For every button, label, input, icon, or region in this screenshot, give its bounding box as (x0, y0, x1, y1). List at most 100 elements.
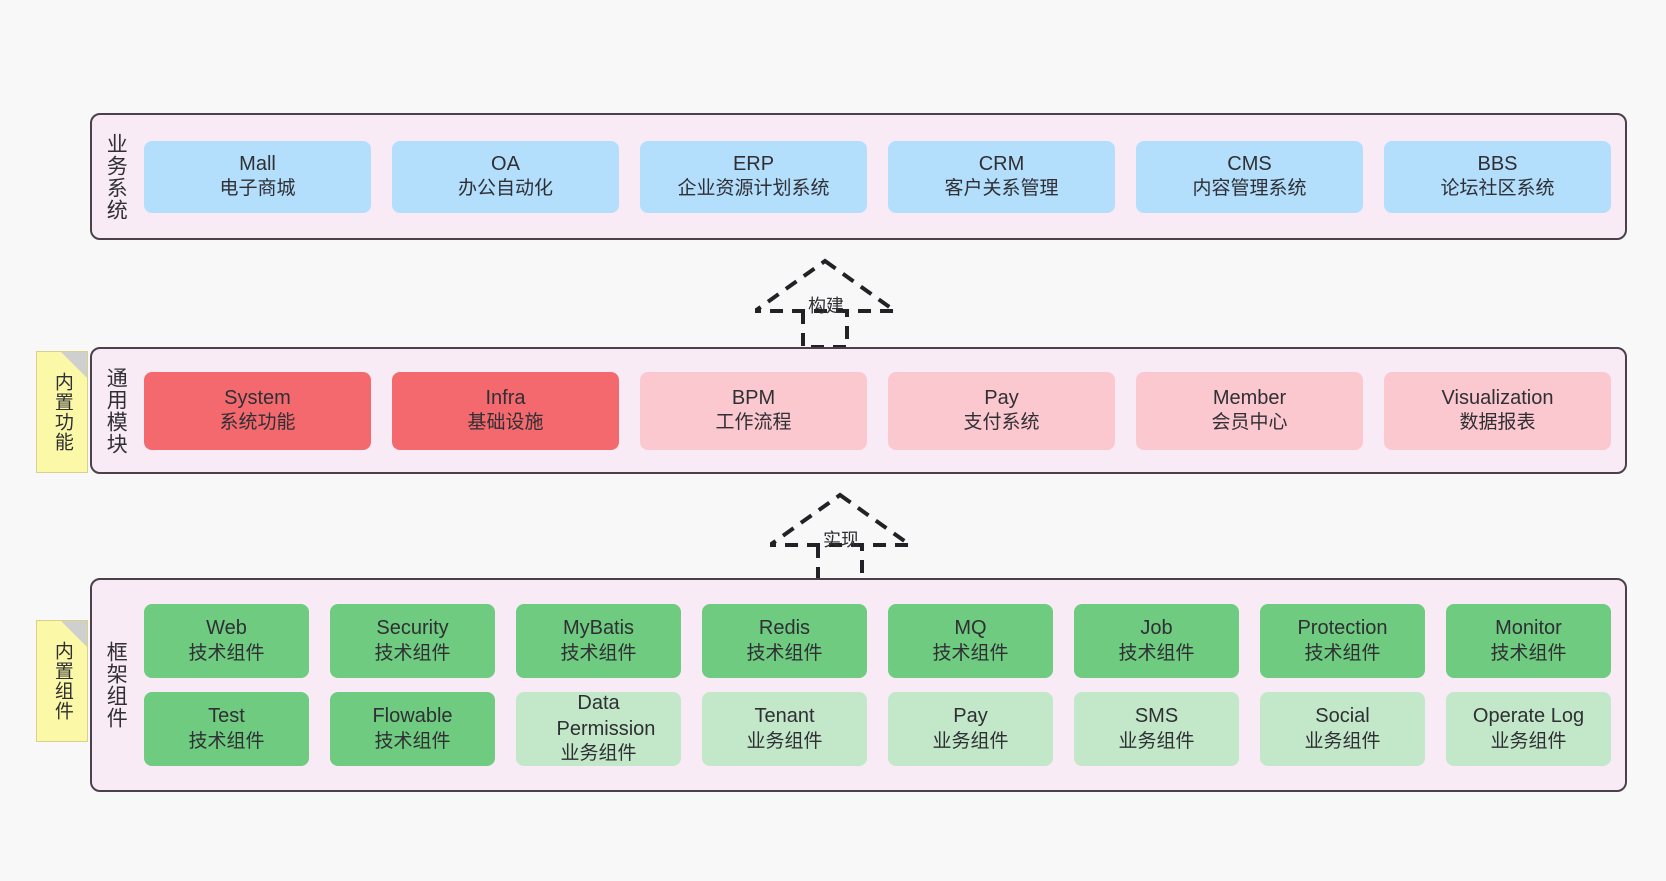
module-name: MyBatis (562, 617, 635, 640)
module-name: Social (1315, 705, 1370, 728)
row-framework-technical: Web 技术组件 Security 技术组件 MyBatis 技术组件 Redi… (144, 604, 1611, 678)
module-subtitle: 技术组件 (188, 642, 265, 664)
module-name: Web (206, 617, 247, 640)
module-subtitle: 企业资源计划系统 (677, 178, 830, 200)
module-name: Job (1140, 617, 1173, 640)
connector-implement-label: 实现 (823, 530, 859, 550)
module-name: BBS (1477, 152, 1518, 175)
module-box-tenant[interactable]: Tenant 业务组件 (702, 692, 867, 766)
module-box-test[interactable]: Test 技术组件 (144, 692, 309, 766)
module-box-redis[interactable]: Redis 技术组件 (702, 604, 867, 678)
note-fold-corner-icon (61, 352, 87, 378)
module-box-crm[interactable]: CRM 客户关系管理 (888, 140, 1115, 213)
module-box-visualization[interactable]: Visualization 数据报表 (1384, 371, 1611, 450)
module-subtitle: 业务组件 (1304, 730, 1381, 752)
module-subtitle: 内容管理系统 (1192, 178, 1307, 200)
module-box-security[interactable]: Security 技术组件 (330, 604, 495, 678)
module-subtitle: 技术组件 (932, 642, 1009, 664)
layer-body-common-modules: System 系统功能 Infra 基础设施 BPM 工作流程 Pay 支付系统… (138, 349, 1625, 472)
module-box-system[interactable]: System 系统功能 (144, 371, 371, 450)
module-box-job[interactable]: Job 技术组件 (1074, 604, 1239, 678)
module-subtitle: 技术组件 (374, 642, 451, 664)
module-subtitle: 工作流程 (715, 412, 792, 434)
layer-business-systems: 业务系统 Mall 电子商城 OA 办公自动化 ERP 企业资源计划系统 CRM… (90, 113, 1627, 240)
module-subtitle: 业务组件 (932, 730, 1009, 752)
module-name: MQ (954, 617, 987, 640)
layer-framework-components: 框架组件 Web 技术组件 Security 技术组件 MyBatis 技术组件… (90, 578, 1627, 792)
module-subtitle: 电子商城 (219, 178, 296, 200)
module-box-cms[interactable]: CMS 内容管理系统 (1136, 140, 1363, 213)
module-box-operate-log[interactable]: Operate Log 业务组件 (1446, 692, 1611, 766)
module-name: Data Permission (556, 692, 656, 740)
module-subtitle: 办公自动化 (457, 178, 553, 200)
module-box-web[interactable]: Web 技术组件 (144, 604, 309, 678)
module-box-pay-business[interactable]: Pay 业务组件 (888, 692, 1053, 766)
module-box-mall[interactable]: Mall 电子商城 (144, 140, 371, 213)
layer-common-modules: 通用模块 System 系统功能 Infra 基础设施 BPM 工作流程 Pay… (90, 347, 1627, 474)
module-subtitle: 技术组件 (374, 730, 451, 752)
module-subtitle: 技术组件 (1490, 642, 1567, 664)
module-subtitle: 业务组件 (1118, 730, 1195, 752)
module-name: Redis (758, 617, 811, 640)
module-subtitle: 业务组件 (746, 730, 823, 752)
module-box-monitor[interactable]: Monitor 技术组件 (1446, 604, 1611, 678)
module-name: Infra (485, 386, 526, 409)
module-box-member[interactable]: Member 会员中心 (1136, 371, 1363, 450)
module-name: ERP (732, 152, 775, 175)
module-name: Mall (239, 152, 276, 175)
module-subtitle: 支付系统 (963, 412, 1040, 434)
module-subtitle: 会员中心 (1211, 412, 1288, 434)
module-box-social[interactable]: Social 业务组件 (1260, 692, 1425, 766)
module-box-pay[interactable]: Pay 支付系统 (888, 371, 1115, 450)
row-business-systems: Mall 电子商城 OA 办公自动化 ERP 企业资源计划系统 CRM 客户关系… (144, 140, 1611, 213)
module-name: System (224, 386, 291, 409)
module-subtitle: 技术组件 (560, 642, 637, 664)
layer-body-framework-components: Web 技术组件 Security 技术组件 MyBatis 技术组件 Redi… (138, 580, 1625, 790)
module-name: Monitor (1495, 617, 1562, 640)
module-box-bpm[interactable]: BPM 工作流程 (640, 371, 867, 450)
module-name: CRM (978, 152, 1025, 175)
module-box-protection[interactable]: Protection 技术组件 (1260, 604, 1425, 678)
module-subtitle: 技术组件 (1118, 642, 1195, 664)
module-name: SMS (1134, 705, 1179, 728)
layer-caption-common-modules: 通用模块 (104, 366, 128, 455)
module-subtitle: 技术组件 (1304, 642, 1381, 664)
module-name: Operate Log (1472, 705, 1585, 728)
layer-body-business-systems: Mall 电子商城 OA 办公自动化 ERP 企业资源计划系统 CRM 客户关系… (138, 115, 1625, 238)
connector-build-label: 构建 (808, 296, 844, 316)
module-name: Tenant (754, 705, 815, 728)
module-box-data-permission[interactable]: Data Permission 业务组件 (516, 692, 681, 766)
module-subtitle: 论坛社区系统 (1440, 178, 1555, 200)
module-box-erp[interactable]: ERP 企业资源计划系统 (640, 140, 867, 213)
module-subtitle: 业务组件 (1490, 730, 1567, 752)
layer-caption-business-systems: 业务系统 (104, 132, 128, 221)
layer-caption-framework-components: 框架组件 (104, 641, 128, 729)
module-name: Security (376, 617, 449, 640)
row-common-modules: System 系统功能 Infra 基础设施 BPM 工作流程 Pay 支付系统… (144, 371, 1611, 450)
module-box-oa[interactable]: OA 办公自动化 (392, 140, 619, 213)
module-name: CMS (1227, 152, 1272, 175)
module-box-mq[interactable]: MQ 技术组件 (888, 604, 1053, 678)
module-subtitle: 技术组件 (746, 642, 823, 664)
note-label: 内置组件 (51, 641, 73, 721)
module-name: BPM (731, 386, 776, 409)
module-name: Pay (984, 386, 1019, 409)
module-box-bbs[interactable]: BBS 论坛社区系统 (1384, 140, 1611, 213)
module-name: Visualization (1441, 386, 1554, 409)
note-label: 内置功能 (51, 372, 73, 452)
module-name: Pay (953, 705, 988, 728)
module-subtitle: 客户关系管理 (944, 178, 1059, 200)
module-box-infra[interactable]: Infra 基础设施 (392, 371, 619, 450)
module-box-mybatis[interactable]: MyBatis 技术组件 (516, 604, 681, 678)
module-name: Member (1212, 386, 1287, 409)
module-subtitle: 基础设施 (467, 412, 544, 434)
row-framework-business: Test 技术组件 Flowable 技术组件 Data Permission … (144, 692, 1611, 766)
module-name: OA (491, 152, 520, 175)
module-name: Flowable (372, 705, 453, 728)
module-box-flowable[interactable]: Flowable 技术组件 (330, 692, 495, 766)
module-box-sms[interactable]: SMS 业务组件 (1074, 692, 1239, 766)
note-built-in-components: 内置组件 (36, 620, 88, 742)
module-subtitle: 系统功能 (219, 412, 296, 434)
note-built-in-features: 内置功能 (36, 351, 88, 473)
module-subtitle: 业务组件 (560, 743, 637, 765)
